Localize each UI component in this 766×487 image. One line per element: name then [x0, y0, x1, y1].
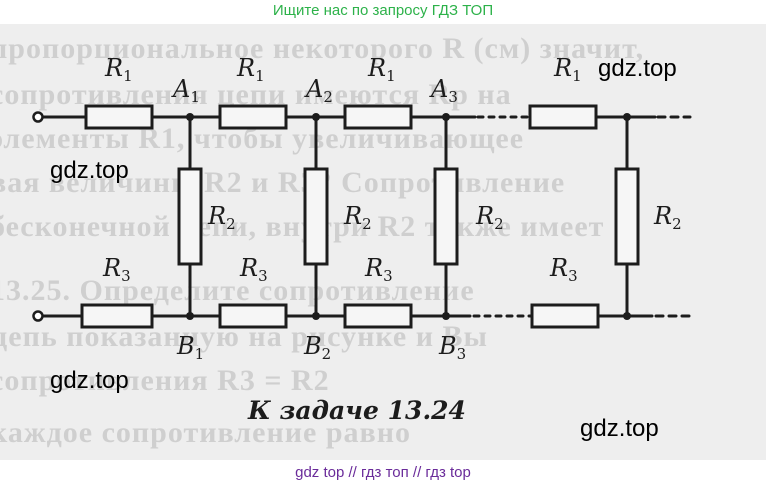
input-terminal — [32, 111, 44, 123]
ghost-text-line: 13.25. Определите сопротивление — [0, 274, 475, 307]
watermark: gdz.top — [598, 55, 677, 82]
watermark: gdz.top — [50, 367, 129, 394]
node-label-a3: A3 — [429, 75, 458, 106]
resistor-r3 — [530, 303, 600, 329]
bottom-banner: gdz top // гдз топ // гдз top — [295, 464, 471, 481]
ladder-circuit-diagram: R1 R1 R1 R1 A1 A2 A3 R2 R2 R2 R2 R3 R3 R… — [32, 54, 692, 363]
junction-node — [442, 312, 450, 320]
resistor-r1 — [84, 104, 154, 130]
resistor-r2 — [614, 167, 640, 266]
node-label-b3: B3 — [438, 332, 466, 363]
ghost-text-line: пропорциональное некоторого R (см) значи… — [0, 32, 645, 65]
watermark: gdz.top — [580, 415, 659, 442]
junction-node — [312, 113, 320, 121]
label-r3: R3 — [549, 254, 578, 285]
label-r2: R2 — [343, 202, 372, 233]
label-r3: R3 — [239, 254, 268, 285]
label-r2: R2 — [207, 202, 236, 233]
textbook-page: пропорциональное некоторого R (см) значи… — [0, 24, 766, 460]
ghost-text-line: вая величины R2 и R3? Сопротивление — [0, 166, 566, 199]
watermark: gdz.top — [50, 157, 129, 184]
label-r2: R2 — [475, 202, 504, 233]
resistor-r1 — [218, 104, 288, 130]
label-r1: R1 — [367, 54, 396, 85]
resistor-r3 — [80, 303, 154, 329]
top-banner: Ищите нас по запросу ГДЗ ТОП — [272, 2, 494, 19]
label-r1: R1 — [553, 54, 582, 85]
resistor-r2 — [303, 167, 329, 266]
junction-node — [312, 312, 320, 320]
ghost-text-line: каждое сопротивление равно — [0, 416, 411, 449]
resistor-r2 — [433, 167, 459, 266]
resistor-r1 — [528, 104, 598, 130]
resistor-r2 — [177, 167, 203, 266]
resistor-r3 — [343, 303, 413, 329]
label-r2: R2 — [653, 202, 682, 233]
resistor-r1 — [343, 104, 413, 130]
label-r1: R1 — [236, 54, 265, 85]
label-r3: R3 — [102, 254, 131, 285]
ghost-text-line: бесконечной цепи, внутри R2 также имеет — [0, 210, 605, 243]
label-r1: R1 — [104, 54, 133, 85]
figure-caption: К задаче 13.24 — [248, 396, 466, 425]
ghost-text-line: сопротивления R3 = R2 — [0, 364, 330, 397]
node-label-a2: A2 — [304, 75, 333, 106]
junction-node — [442, 113, 450, 121]
input-terminal — [32, 310, 44, 322]
label-r3: R3 — [364, 254, 393, 285]
resistor-r3 — [218, 303, 288, 329]
node-label-a1: A1 — [171, 75, 200, 106]
junction-node — [186, 113, 194, 121]
junction-node — [186, 312, 194, 320]
junction-node — [623, 113, 631, 121]
node-label-b1: B1 — [176, 332, 204, 363]
junction-node — [623, 312, 631, 320]
node-label-b2: B2 — [303, 332, 331, 363]
